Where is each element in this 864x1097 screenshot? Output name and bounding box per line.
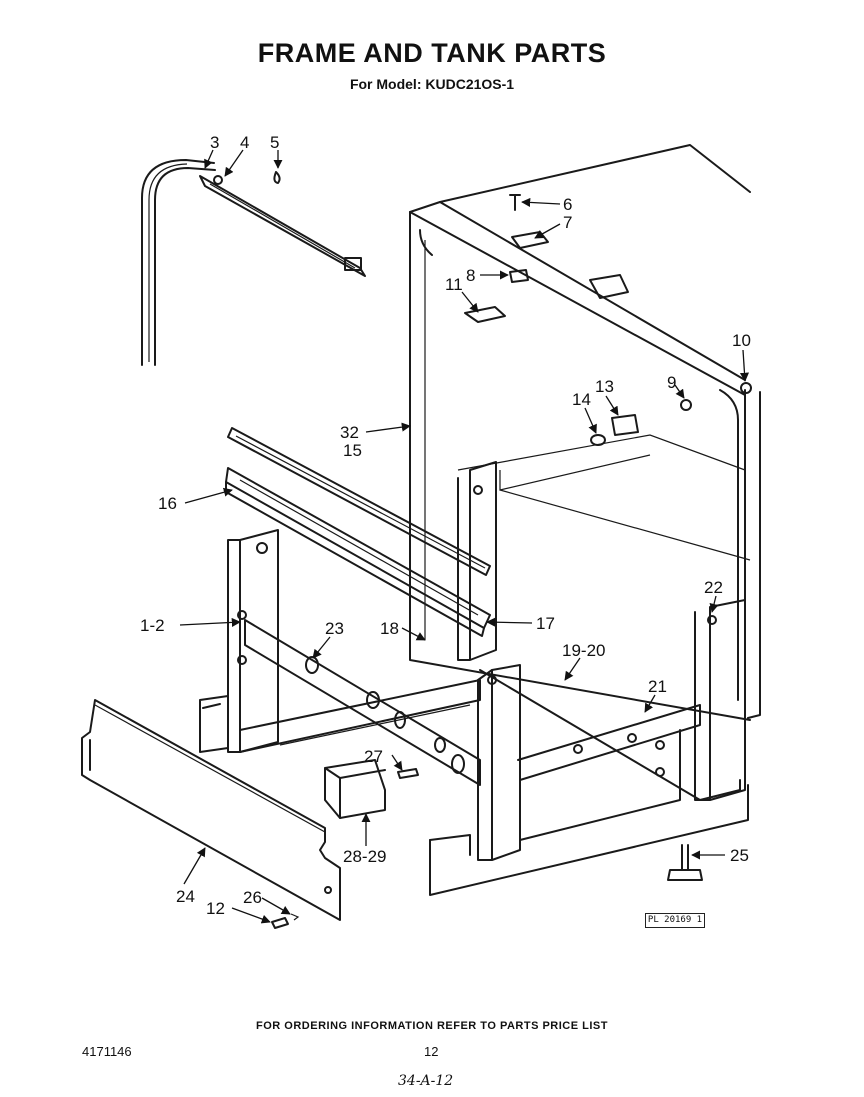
tank — [409, 144, 761, 721]
callout-24: 24 — [176, 887, 195, 906]
screw-and-washer — [271, 913, 300, 929]
callout-4: 4 — [240, 133, 249, 152]
callout-18: 18 — [380, 619, 399, 638]
callout-3: 3 — [210, 133, 219, 152]
door-gasket — [141, 159, 216, 366]
diagram-title: FRAME AND TANK PARTS — [257, 38, 607, 68]
ordering-footer: FOR ORDERING INFORMATION REFER TO PARTS … — [256, 1020, 608, 1032]
callout-22: 22 — [704, 578, 723, 597]
page-number: 12 — [424, 1044, 439, 1059]
rear-left-post — [457, 461, 497, 661]
callout-6: 6 — [563, 195, 572, 214]
callout-7: 7 — [563, 213, 572, 232]
handwritten-note: 34-A-12 — [398, 1073, 454, 1089]
callout-15: 15 — [343, 441, 362, 460]
rear-base — [239, 679, 481, 753]
callout-5: 5 — [270, 133, 279, 152]
callout-21: 21 — [648, 677, 667, 696]
callout-11: 11 — [445, 275, 463, 294]
callout-17: 17 — [536, 614, 555, 633]
upper-crossbar — [227, 427, 491, 576]
top-hardware — [464, 194, 629, 323]
leveling-leg — [667, 844, 703, 881]
callout-23: 23 — [325, 619, 344, 638]
callout-12: 12 — [206, 899, 225, 918]
callout-1-2: 1-2 — [140, 616, 165, 635]
front-cross-member — [244, 619, 481, 786]
lower-crossbar — [225, 467, 491, 637]
model-subtitle: For Model: KUDC21OS-1 — [349, 76, 515, 92]
callout-27: 27 — [364, 747, 383, 766]
callout-16: 16 — [158, 494, 177, 513]
callout-labels: 3 4 5 6 7 8 11 10 9 13 14 32 15 16 1-2 2… — [140, 133, 751, 918]
screw-27 — [397, 768, 419, 779]
callout-9: 9 — [667, 373, 676, 392]
upper-gasket-rail — [199, 175, 366, 277]
right-front-leg — [477, 664, 521, 861]
callout-25: 25 — [730, 846, 749, 865]
callout-14: 14 — [572, 390, 591, 409]
document-number: 4171146 — [82, 1044, 132, 1059]
callout-26: 26 — [243, 888, 262, 907]
callout-leaders — [179, 149, 750, 924]
electrical-box — [324, 759, 386, 819]
reference-code: PL 20169 1 — [645, 913, 705, 928]
frame-left — [199, 529, 279, 753]
callout-8: 8 — [466, 266, 475, 285]
callout-19-20: 19-20 — [562, 641, 605, 660]
callout-32: 32 — [340, 423, 359, 442]
callout-10: 10 — [732, 331, 751, 350]
callout-28-29: 28-29 — [343, 847, 386, 866]
callout-13: 13 — [595, 377, 614, 396]
clip — [273, 171, 281, 184]
toe-panel — [81, 699, 341, 921]
side-fasteners — [590, 382, 752, 446]
